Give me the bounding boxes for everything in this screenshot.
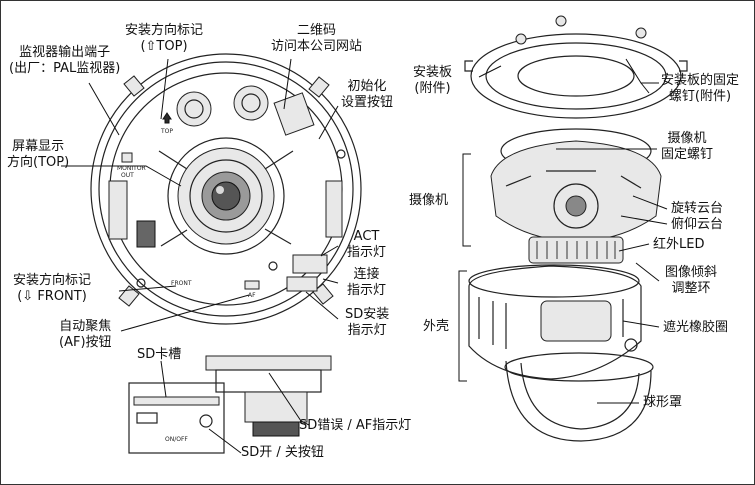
label-link-led: 连接 指示灯 [347, 267, 386, 299]
label-af-button: 自动聚焦 (AF)按钮 [59, 319, 112, 351]
label-mount-screws: 安装板的固定 螺钉(附件) [661, 73, 739, 105]
label-housing: 外壳 [423, 319, 449, 335]
label-camera-screw: 摄像机 固定螺钉 [661, 131, 713, 163]
label-camera: 摄像机 [409, 193, 448, 209]
label-shade-rubber-line-1: 遮光橡胶圈 [663, 320, 729, 335]
label-mount-screws-line-1: 安装板的固定 [661, 73, 740, 88]
label-qr-code-line-2: 访问本公司网站 [271, 39, 363, 54]
label-monitor-output-line-2: (出厂：PAL监视器) [9, 61, 121, 76]
label-af-button-line-2: (AF)按钮 [59, 335, 112, 350]
leader-lines [61, 58, 668, 454]
housing-bracket [458, 270, 467, 382]
label-sd-install-led-line-2: 指示灯 [347, 323, 387, 338]
board-monitor-out-text-2: OUT [121, 172, 134, 179]
label-init-button-line-1: 初始化 [347, 79, 387, 94]
label-sd-switch-line-1: SD开 / 关按钮 [241, 445, 324, 460]
label-shade-rubber: 遮光橡胶圈 [663, 320, 728, 336]
label-act-led: ACT 指示灯 [347, 229, 386, 261]
label-camera-screw-line-2: 固定螺钉 [661, 147, 714, 162]
label-ir-led: 红外LED [653, 237, 704, 253]
label-ir-led-line-1: 红外LED [653, 237, 705, 252]
label-act-led-line-1: ACT [353, 229, 380, 244]
label-camera-line-1: 摄像机 [409, 193, 449, 208]
label-sd-error-led-line-1: SD错误 / AF指示灯 [299, 418, 412, 433]
label-link-led-line-2: 指示灯 [347, 283, 387, 298]
label-tilt-ring-line-2: 调整环 [671, 281, 711, 296]
label-sd-install-led: SD安装 指示灯 [345, 307, 389, 339]
label-pan-table: 旋转云台 [671, 201, 723, 217]
label-tilt-table: 俯仰云台 [671, 217, 723, 233]
board-af-text: AF [248, 292, 256, 299]
label-camera-screw-line-1: 摄像机 [667, 131, 707, 146]
camera-bracket [462, 153, 471, 247]
label-tilt-ring: 图像倾斜 调整环 [665, 265, 717, 297]
mount-plate-drawing [464, 15, 688, 119]
label-link-led-line-1: 连接 [353, 267, 380, 282]
label-mount-dir-front-line-1: 安装方向标记 [13, 273, 92, 288]
label-qr-code-line-1: 二维码 [297, 23, 337, 38]
label-screen-dir-line-1: 屏幕显示 [12, 139, 65, 154]
label-mount-plate-line-1: 安装板 [413, 65, 453, 80]
label-dome-line-1: 球形罩 [643, 395, 683, 410]
label-sd-slot: SD卡槽 [137, 347, 181, 363]
board-on-off-text: ON/OFF [165, 436, 188, 443]
label-mount-dir-top-line-1: 安装方向标记 [125, 23, 204, 38]
camera-body-drawing [490, 128, 662, 264]
label-tilt-ring-line-1: 图像倾斜 [665, 265, 718, 280]
label-tilt-table-line-1: 俯仰云台 [671, 217, 724, 232]
label-sd-switch: SD开 / 关按钮 [241, 445, 324, 461]
label-qr-code: 二维码 访问本公司网站 [271, 23, 362, 55]
board-top-text: TOP [160, 128, 173, 135]
label-monitor-output-line-1: 监视器输出端子 [19, 45, 111, 60]
label-mount-screws-line-2: 螺钉(附件) [668, 89, 732, 104]
label-mount-plate-line-2: (附件) [414, 81, 451, 96]
label-init-button-line-2: 设置按钮 [341, 95, 394, 110]
label-screen-dir-line-2: 方向(TOP) [7, 155, 70, 170]
label-pan-table-line-1: 旋转云台 [671, 201, 724, 216]
label-mount-plate: 安装板 (附件) [413, 65, 452, 97]
label-act-led-line-2: 指示灯 [347, 245, 387, 260]
label-sd-install-led-line-1: SD安装 [345, 307, 390, 322]
label-mount-dir-top: 安装方向标记 (⇧TOP) [125, 23, 203, 55]
label-sd-slot-line-1: SD卡槽 [137, 347, 182, 362]
label-monitor-output: 监视器输出端子 (出厂：PAL监视器) [9, 45, 120, 77]
label-init-button: 初始化 设置按钮 [341, 79, 393, 111]
label-mount-dir-front: 安装方向标记 (⇩ FRONT) [13, 273, 91, 305]
label-housing-line-1: 外壳 [423, 319, 450, 334]
label-af-button-line-1: 自动聚焦 [59, 319, 112, 334]
board-front-text: FRONT [171, 280, 192, 287]
label-mount-dir-top-line-2: (⇧TOP) [140, 39, 188, 54]
label-dome: 球形罩 [643, 395, 682, 411]
camera-top-view: TOP MONITOR OUT FRONT AF [90, 53, 362, 325]
board-monitor-out-text: MONITOR [117, 165, 146, 172]
sd-card-detail: ON/OFF [128, 355, 332, 454]
housing-drawing [468, 264, 654, 442]
label-mount-dir-front-line-2: (⇩ FRONT) [17, 289, 87, 304]
label-sd-error-led: SD错误 / AF指示灯 [299, 418, 411, 434]
label-screen-dir: 屏幕显示 方向(TOP) [7, 139, 69, 171]
